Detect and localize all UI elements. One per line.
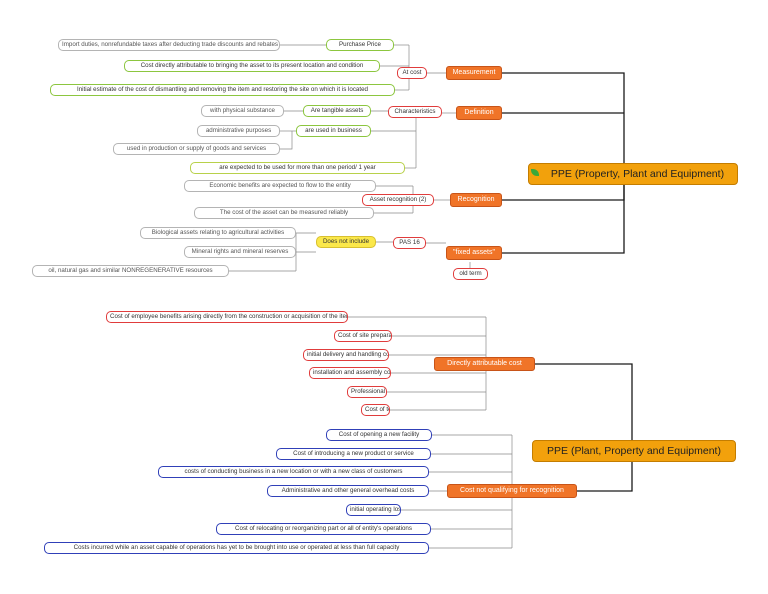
measured-reliably-node[interactable]: The cost of the asset can be measured re… bbox=[194, 207, 374, 219]
used-in-business-node[interactable]: are used in business bbox=[296, 125, 371, 137]
purchase-price-node[interactable]: Purchase Price bbox=[326, 39, 394, 51]
at-cost-node[interactable]: At cost bbox=[397, 67, 427, 79]
installation-assembly-node[interactable]: installation and assembly cost bbox=[309, 367, 391, 379]
site-preparation-node[interactable]: Cost of site preparation bbox=[334, 330, 392, 342]
more-than-one-period-node[interactable]: are expected to be used for more than on… bbox=[190, 162, 405, 174]
does-not-include-node[interactable]: Does not include bbox=[316, 236, 376, 248]
pas16-node[interactable]: PAS 16 bbox=[393, 237, 426, 249]
characteristics-node[interactable]: Characteristics bbox=[388, 106, 442, 118]
branch-fixed-assets[interactable]: "fixed assets" bbox=[446, 246, 502, 260]
biological-assets-node[interactable]: Biological assets relating to agricultur… bbox=[140, 227, 296, 239]
asset-recognition-node[interactable]: Asset recognition (2) bbox=[362, 194, 434, 206]
branch-definition[interactable]: Definition bbox=[456, 106, 502, 120]
new-location-node[interactable]: costs of conducting business in a new lo… bbox=[158, 466, 429, 478]
relocating-node[interactable]: Cost of relocating or reorganizing part … bbox=[216, 523, 431, 535]
professional-fees-node[interactable]: Professional Fees bbox=[347, 386, 387, 398]
dismantling-node[interactable]: Initial estimate of the cost of dismantl… bbox=[50, 84, 395, 96]
administrative-node[interactable]: administrative purposes bbox=[197, 125, 280, 137]
import-duties-node[interactable]: Import duties, nonrefundable taxes after… bbox=[58, 39, 280, 51]
oil-gas-node[interactable]: oil, natural gas and similar NONREGENERA… bbox=[32, 265, 229, 277]
root-label: PPE (Property, Plant and Equipment) bbox=[550, 168, 725, 180]
production-node[interactable]: used in production or supply of goods an… bbox=[113, 143, 280, 155]
employee-benefits-node[interactable]: Cost of employee benefits arising direct… bbox=[106, 311, 348, 323]
economic-benefits-node[interactable]: Economic benefits are expected to flow t… bbox=[184, 180, 376, 192]
delivery-handling-node[interactable]: initial delivery and handling costs bbox=[303, 349, 389, 361]
old-term-node[interactable]: old term bbox=[453, 268, 488, 280]
tangible-node[interactable]: Are tangible assets bbox=[303, 105, 371, 117]
root-node-ppe[interactable]: PPE (Property, Plant and Equipment) bbox=[528, 163, 738, 185]
operating-losses-node[interactable]: initial operating losses bbox=[346, 504, 401, 516]
physical-substance-node[interactable]: with physical substance bbox=[201, 105, 284, 117]
cost-of-testing-node[interactable]: Cost of testing bbox=[361, 404, 390, 416]
branch-measurement[interactable]: Measurement bbox=[446, 66, 502, 80]
costs-incurred-node[interactable]: Costs incurred while an asset capable of… bbox=[44, 542, 429, 554]
new-facility-node[interactable]: Cost of opening a new facility bbox=[326, 429, 432, 441]
new-product-node[interactable]: Cost of introducing a new product or ser… bbox=[276, 448, 431, 460]
directly-attributable-node[interactable]: Cost directly attributable to bringing t… bbox=[124, 60, 380, 72]
branch-directly-attributable[interactable]: Directly attributable cost bbox=[434, 357, 535, 371]
leaf-icon bbox=[531, 169, 539, 176]
mineral-rights-node[interactable]: Mineral rights and mineral reserves bbox=[184, 246, 296, 258]
branch-recognition[interactable]: Recognition bbox=[450, 193, 502, 207]
root-node-ppe-2[interactable]: PPE (Plant, Property and Equipment) bbox=[532, 440, 736, 462]
overhead-costs-node[interactable]: Administrative and other general overhea… bbox=[267, 485, 429, 497]
branch-not-qualifying[interactable]: Cost not qualifying for recognition bbox=[447, 484, 577, 498]
